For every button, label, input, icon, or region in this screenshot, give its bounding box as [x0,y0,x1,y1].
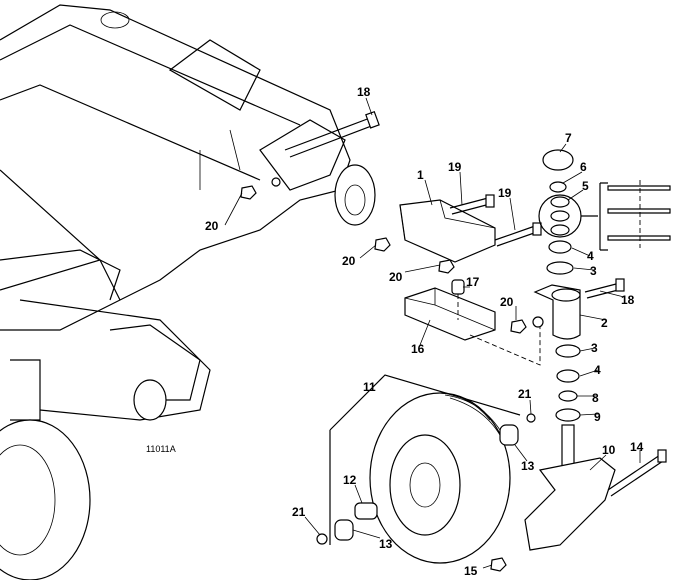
caster-parts [240,110,671,572]
callout-13: 13 [379,537,393,551]
callout-19: 19 [498,186,512,200]
callout-10: 10 [602,443,616,457]
callout-21: 21 [518,387,532,401]
callout-12: 12 [343,473,357,487]
figure-code: 11011A [146,444,176,454]
callout-18: 18 [357,85,371,99]
mower-frame [0,4,376,580]
callout-3: 3 [590,264,597,278]
callout-15: 15 [464,564,478,578]
callout-3: 3 [591,341,598,355]
callout-1: 1 [417,168,424,182]
callout-5: 5 [582,179,589,193]
callout-21: 21 [292,505,306,519]
callout-2: 2 [601,316,608,330]
callout-4: 4 [587,249,594,263]
callout-19: 19 [448,160,462,174]
callout-9: 9 [594,410,601,424]
callout-4: 4 [594,363,601,377]
callout-11: 11 [363,380,376,394]
callout-20: 20 [205,219,219,233]
callout-17: 17 [466,275,480,289]
callout-8: 8 [592,391,599,405]
callout-16: 16 [411,342,425,356]
callout-20: 20 [389,270,403,284]
leader-lines [224,97,641,569]
callout-6: 6 [580,160,587,174]
callout-7: 7 [565,131,572,145]
callout-18: 18 [621,293,635,307]
callout-13: 13 [521,459,535,473]
callout-20: 20 [342,254,356,268]
callout-20: 20 [500,295,514,309]
callout-14: 14 [630,440,644,454]
